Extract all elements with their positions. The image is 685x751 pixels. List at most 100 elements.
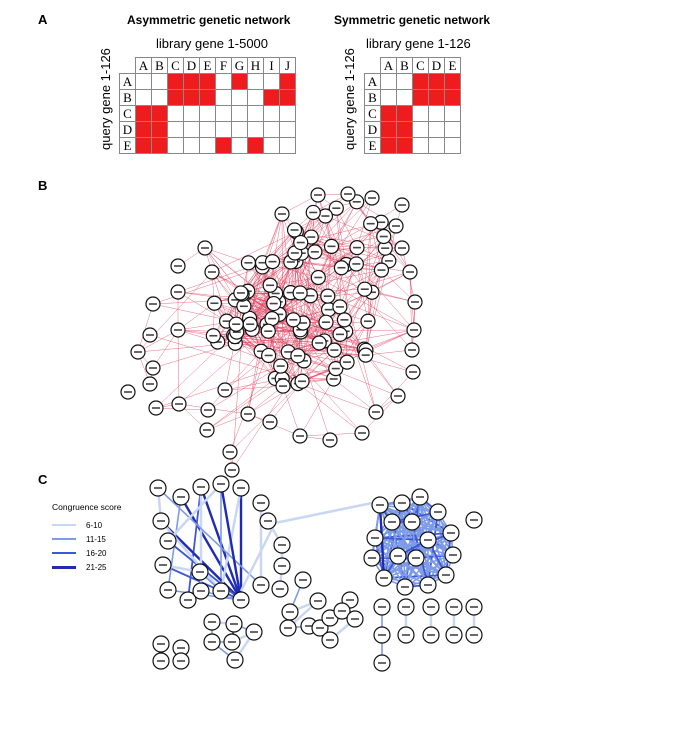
node-glyph <box>470 634 478 636</box>
edge <box>204 247 249 264</box>
node-glyph <box>335 306 344 308</box>
edge <box>261 350 366 356</box>
node-glyph <box>442 574 450 576</box>
edge <box>288 322 327 353</box>
node-glyph <box>427 606 435 608</box>
node-glyph <box>377 221 386 224</box>
edge <box>236 331 289 353</box>
edge <box>303 360 331 441</box>
node-glyph <box>196 571 204 573</box>
node-glyph <box>409 371 417 373</box>
node-glyph <box>264 330 273 332</box>
node-glyph <box>321 321 330 324</box>
node-glyph <box>209 334 218 337</box>
node-glyph <box>331 367 340 370</box>
node-glyph <box>338 610 346 612</box>
edge <box>318 201 357 278</box>
node-glyph <box>228 641 236 643</box>
edge <box>273 303 346 332</box>
edge <box>261 348 365 352</box>
node-glyph <box>299 322 308 324</box>
node-glyph <box>344 193 352 195</box>
node-glyph <box>266 421 274 423</box>
node-glyph <box>244 413 252 415</box>
edge <box>177 329 234 336</box>
node-glyph <box>177 647 185 649</box>
legend-swatch <box>52 565 76 569</box>
interaction-cell <box>380 137 397 154</box>
node-glyph <box>326 439 334 441</box>
node-glyph <box>394 395 402 397</box>
panel-label-b: B <box>38 178 48 193</box>
node-glyph <box>305 625 313 627</box>
node-glyph <box>323 295 332 297</box>
node-glyph <box>427 634 435 636</box>
node-glyph <box>388 521 396 523</box>
node-glyph <box>289 319 298 321</box>
edge <box>365 349 413 356</box>
interaction-cell <box>396 137 413 154</box>
node-glyph <box>204 409 212 411</box>
congruence-edge <box>374 537 406 588</box>
edge <box>318 277 415 331</box>
node-glyph <box>174 265 182 267</box>
edge <box>137 329 179 353</box>
node-glyph <box>384 260 393 262</box>
node-glyph <box>326 617 334 619</box>
node-glyph <box>232 331 241 333</box>
node-glyph <box>352 201 361 203</box>
legend-label: 16-20 <box>86 548 107 558</box>
node-glyph <box>276 588 284 590</box>
edge <box>365 354 399 397</box>
legend-swatch <box>52 552 76 554</box>
node-glyph <box>231 659 239 661</box>
edge <box>365 270 382 356</box>
node-glyph <box>351 618 359 620</box>
node-glyph <box>327 245 336 248</box>
node-glyph <box>379 235 388 238</box>
edge <box>336 208 347 265</box>
node-glyph <box>381 247 390 249</box>
node-glyph <box>378 662 386 664</box>
node-glyph <box>336 333 345 336</box>
congruence-edge <box>179 496 243 601</box>
node-glyph <box>174 329 182 331</box>
interaction-cell <box>247 137 264 154</box>
congruence-network-c <box>149 475 483 672</box>
node-glyph <box>314 276 323 279</box>
interaction-cell <box>412 89 429 106</box>
edge <box>206 378 276 431</box>
congruence-edge <box>397 511 439 557</box>
node-glyph <box>257 350 266 353</box>
node-glyph <box>406 271 414 273</box>
congruence-edge <box>157 487 262 586</box>
edge <box>224 385 284 391</box>
node-glyph <box>268 317 277 320</box>
node-glyph <box>164 589 172 591</box>
legend-label: 6-10 <box>86 520 103 530</box>
node-glyph <box>208 621 216 623</box>
node-glyph <box>380 577 388 579</box>
edge <box>247 383 298 415</box>
congruence-edge <box>239 522 277 592</box>
node-glyph <box>299 579 307 581</box>
interaction-cell <box>151 137 168 154</box>
node-glyph <box>271 292 280 295</box>
congruence-edge <box>167 483 222 542</box>
node-glyph <box>157 660 165 662</box>
panel-label-c: C <box>38 472 48 487</box>
legend-swatch <box>52 524 76 526</box>
edge <box>356 201 397 227</box>
node-glyph <box>316 627 324 629</box>
edge <box>177 329 180 405</box>
edge <box>207 365 281 411</box>
interaction-cell <box>167 73 184 90</box>
node-glyph <box>377 269 386 271</box>
edge <box>206 378 283 431</box>
edge <box>297 383 377 413</box>
genetic-network-b <box>120 186 423 478</box>
node-glyph <box>293 354 302 357</box>
edge <box>280 319 294 367</box>
node-glyph <box>434 511 442 513</box>
node-glyph <box>197 590 205 592</box>
